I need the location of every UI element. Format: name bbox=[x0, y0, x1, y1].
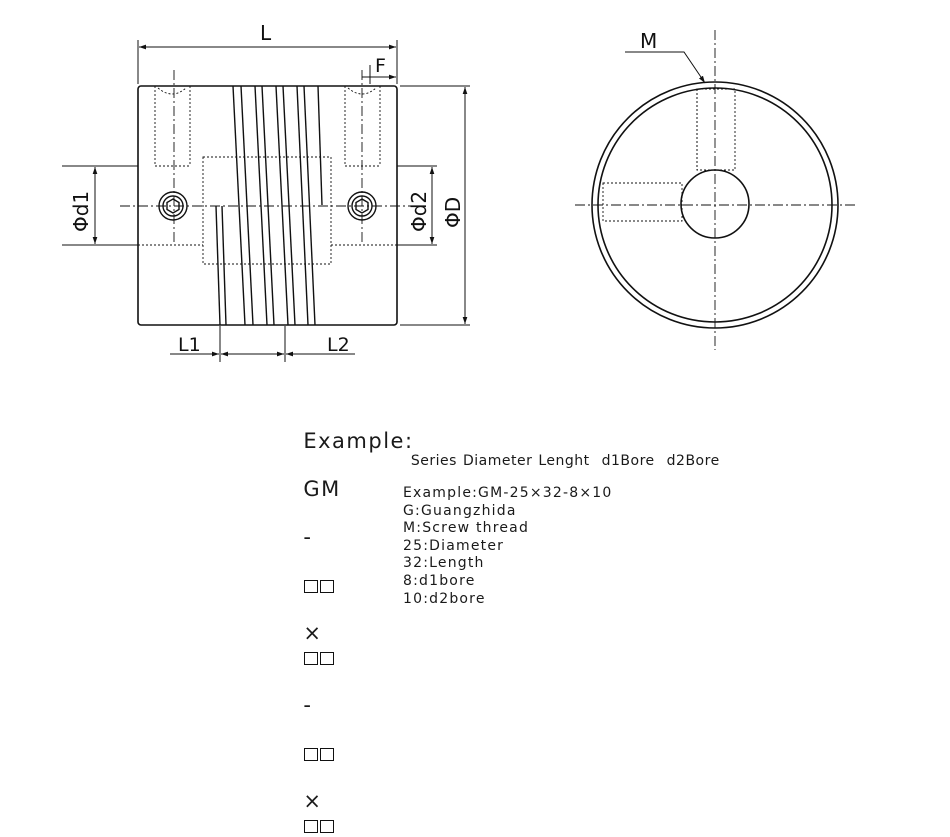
screw-right bbox=[347, 191, 377, 221]
placeholder-box bbox=[304, 651, 319, 665]
placeholder-box bbox=[320, 819, 335, 833]
dim-F-label: F bbox=[375, 55, 386, 77]
dash-2: - bbox=[303, 693, 313, 717]
screw-left bbox=[158, 191, 188, 221]
field-series: Series bbox=[410, 453, 457, 469]
note-line: 10:d2bore bbox=[403, 590, 486, 607]
front-view bbox=[62, 40, 470, 362]
placeholder-box bbox=[304, 819, 319, 833]
times-2: × bbox=[303, 789, 323, 813]
field-d2bore: d2Bore bbox=[666, 453, 720, 469]
notes-list: Example:GM-25×32-8×10 G:Guangzhida M:Scr… bbox=[403, 485, 613, 608]
note-line: 25:Diameter bbox=[403, 537, 505, 554]
example-fields: Series Diameter Lenght d1Bore d2Bore bbox=[401, 437, 726, 469]
side-view bbox=[575, 30, 858, 350]
placeholder-box bbox=[320, 747, 335, 761]
note-line: 32:Length bbox=[403, 555, 485, 572]
note-line: Example:GM-25×32-8×10 bbox=[403, 485, 613, 501]
dim-M-label: M bbox=[640, 29, 657, 53]
dim-L1-label: L1 bbox=[178, 334, 201, 356]
note-line: M:Screw thread bbox=[403, 520, 530, 537]
placeholder-box bbox=[320, 651, 335, 665]
coupling-body bbox=[137, 85, 398, 326]
dash-1: - bbox=[303, 525, 313, 549]
technical-drawing: L F Φd1 Φd2 ΦD L1 L2 M bbox=[62, 21, 858, 362]
placeholder-box bbox=[304, 579, 319, 593]
dim-L2-label: L2 bbox=[327, 334, 350, 356]
field-length: Lenght bbox=[538, 453, 590, 469]
example-code-line: Example: GM - × - × bbox=[287, 405, 414, 837]
example-prefix: Example: bbox=[303, 429, 414, 453]
dim-D-label: ΦD bbox=[441, 197, 465, 228]
placeholder-box bbox=[304, 747, 319, 761]
field-d1bore: d1Bore bbox=[601, 453, 655, 469]
dim-L-label: L bbox=[260, 21, 272, 45]
note-line: G:Guangzhida bbox=[403, 502, 517, 519]
example-code: GM bbox=[303, 477, 341, 501]
dim-d1-label: Φd1 bbox=[69, 191, 93, 232]
field-diameter: Diameter bbox=[462, 453, 533, 469]
note-line: 8:d1bore bbox=[403, 572, 476, 589]
times-1: × bbox=[303, 621, 323, 645]
dim-d2-label: Φd2 bbox=[407, 191, 431, 232]
placeholder-box bbox=[320, 579, 335, 593]
